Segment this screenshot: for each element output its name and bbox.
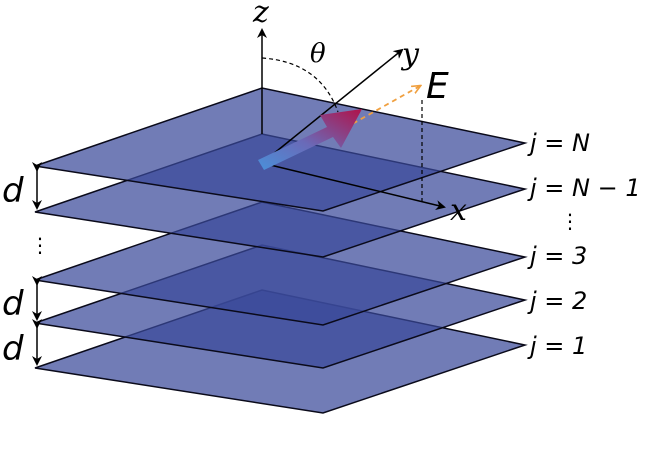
layer-label-3: j = 3 xyxy=(527,242,587,270)
theta-arc xyxy=(261,57,339,113)
theta-label: θ xyxy=(310,39,326,69)
spacing-label-middle: d xyxy=(2,284,24,324)
spacing-label-top: d xyxy=(2,171,24,211)
field-label: E xyxy=(426,66,449,107)
layer-label-1: j = 1 xyxy=(527,332,587,360)
layer-label-n: j = N xyxy=(527,129,590,157)
layer-label-n-minus-1: j = N − 1 xyxy=(527,174,641,202)
layer-label-2: j = 2 xyxy=(527,287,587,315)
x-axis-label: x xyxy=(450,193,467,228)
x-axis xyxy=(261,162,446,210)
z-axis-label: z xyxy=(252,0,269,30)
left-ellipsis: ⋮ xyxy=(30,233,50,257)
y-axis-label: y xyxy=(400,37,420,72)
y-axis xyxy=(261,48,404,164)
right-ellipsis: ⋮ xyxy=(560,209,580,233)
spacing-label-bottom: d xyxy=(2,329,24,369)
wave-vector-arrow xyxy=(258,109,362,170)
